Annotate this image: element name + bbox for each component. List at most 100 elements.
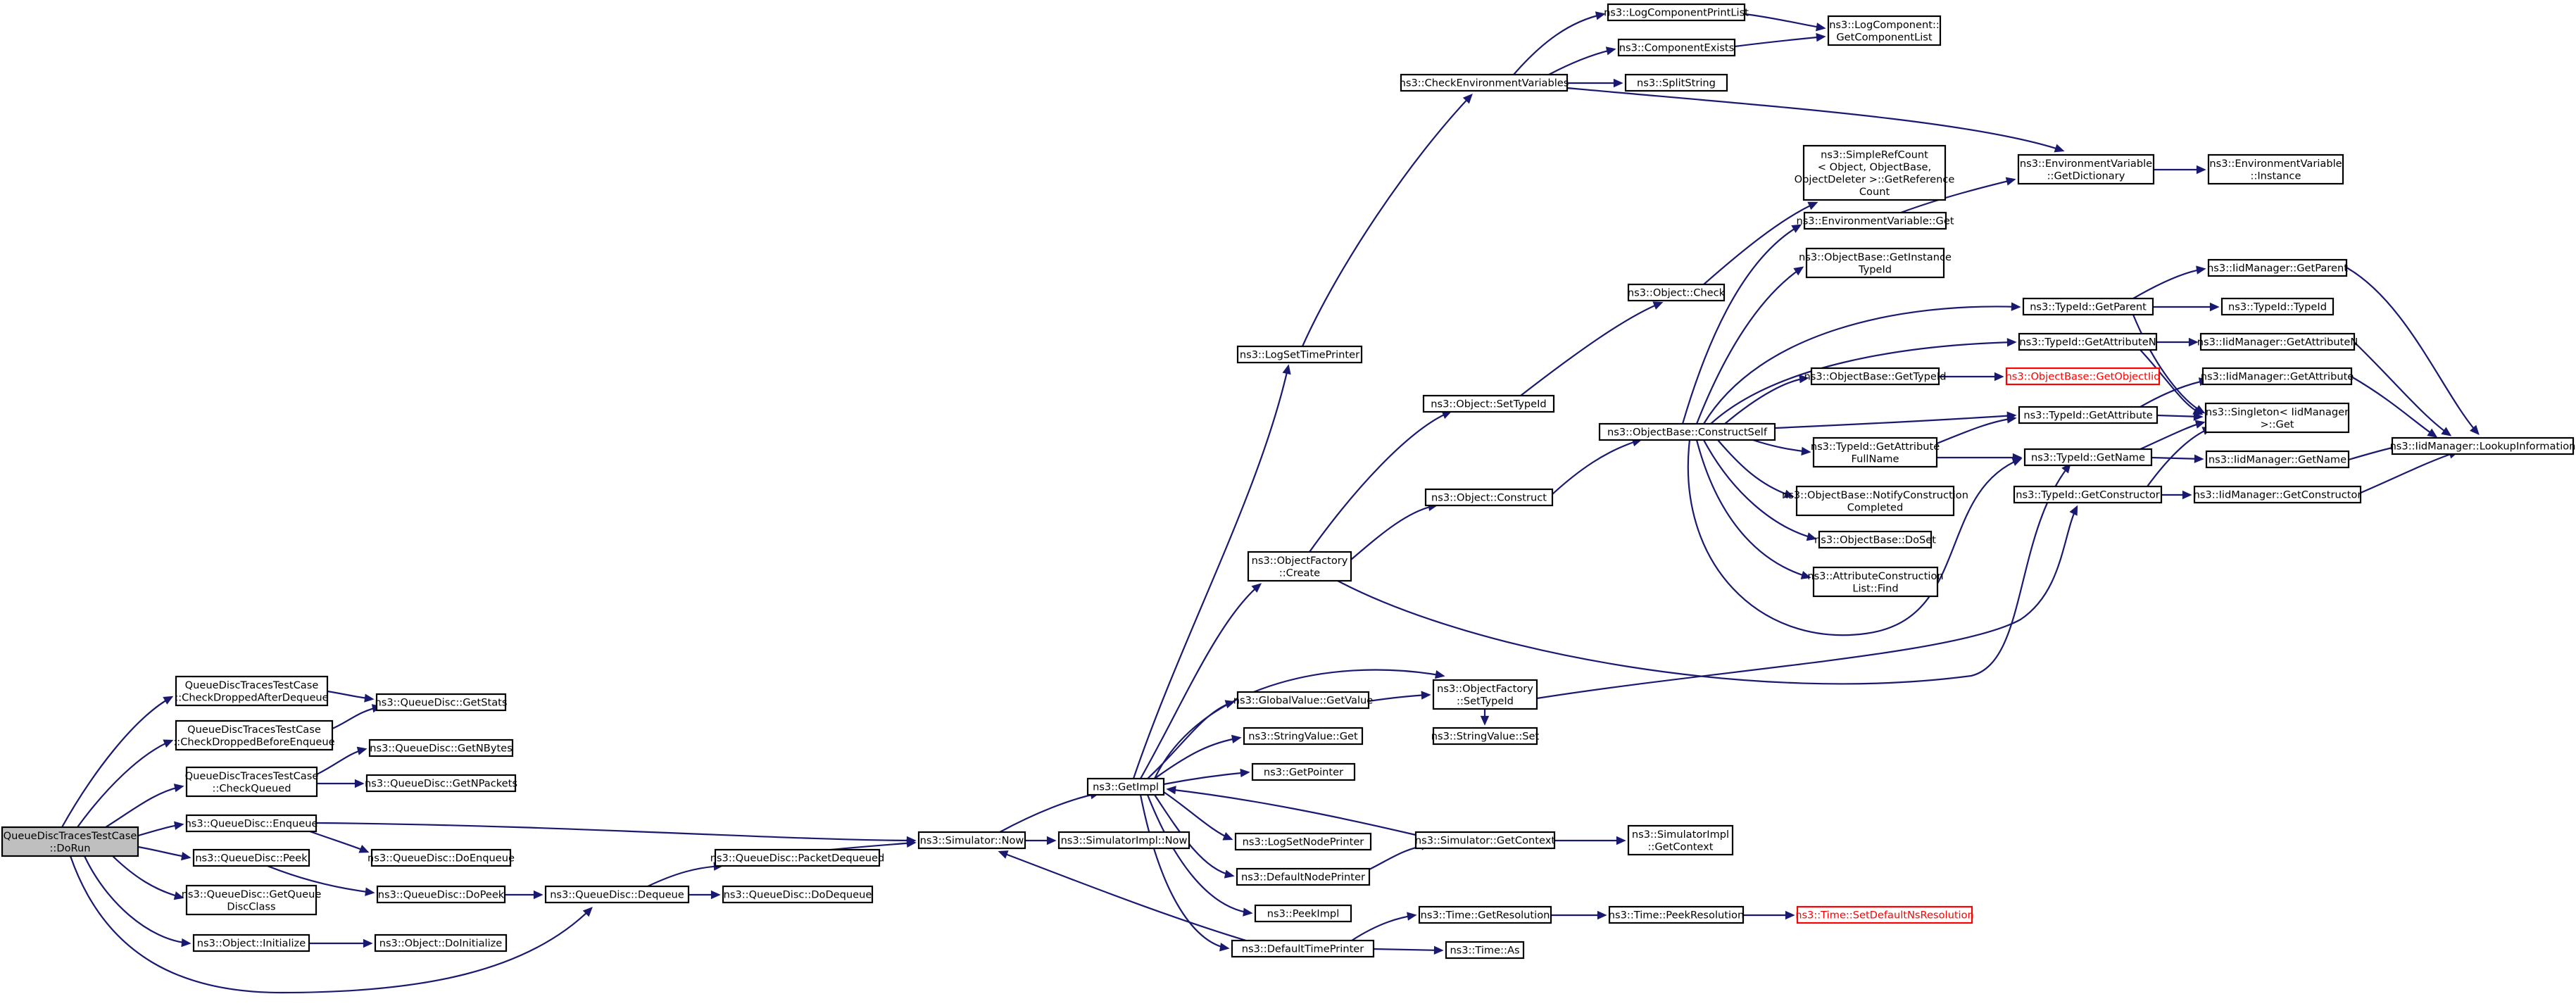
node-tgetparent[interactable]: ns3::TypeId::GetParent bbox=[2022, 297, 2154, 316]
node-gnbytes[interactable]: ns3::QueueDisc::GetNBytes bbox=[368, 738, 514, 757]
node-gnpackets[interactable]: ns3::QueueDisc::GetNPackets bbox=[365, 774, 517, 793]
edge-tgetattrn-to-iidgan bbox=[2156, 337, 2199, 347]
node-gvgv[interactable]: ns3::GlobalValue::GetValue bbox=[1233, 691, 1374, 710]
node-oconstruct[interactable]: ns3::Object::Construct bbox=[1424, 488, 1554, 507]
node-checkenv[interactable]: ns3::CheckEnvironmentVariables bbox=[1400, 73, 1569, 92]
node-cdad[interactable]: QueueDiscTracesTestCase::CheckDroppedAft… bbox=[175, 675, 329, 707]
node-ofsettid[interactable]: ns3::ObjectFactory::SetTypeId bbox=[1432, 679, 1538, 710]
edge-obcs-to-evget bbox=[1681, 224, 1802, 425]
edge-obcs-to-obgit bbox=[1695, 266, 1804, 425]
node-peekimpl[interactable]: ns3::PeekImpl bbox=[1254, 904, 1352, 923]
node-evgetdict[interactable]: ns3::EnvironmentVariable::GetDictionary bbox=[2017, 153, 2155, 185]
node-iidgc[interactable]: ns3::IidManager::GetConstructor bbox=[2194, 485, 2362, 504]
node-label: ns3::QueueDisc::GetNPackets bbox=[365, 778, 517, 790]
node-obcs[interactable]: ns3::ObjectBase::ConstructSelf bbox=[1598, 422, 1776, 441]
node-pktdeq[interactable]: ns3::QueueDisc::PacketDequeued bbox=[710, 848, 885, 867]
node-root[interactable]: QueueDiscTracesTestCase::DoRun bbox=[1, 826, 139, 857]
node-tsdnr[interactable]: ns3::Time::SetDefaultNsResolution bbox=[1795, 905, 1974, 924]
node-cq[interactable]: QueueDiscTracesTestCase::CheckQueued bbox=[185, 766, 319, 798]
node-box bbox=[1236, 691, 1370, 710]
node-tgetres[interactable]: ns3::Time::GetResolution bbox=[1418, 905, 1552, 924]
node-oinit[interactable]: ns3::Object::Initialize bbox=[192, 933, 310, 952]
node-label: ns3::QueueDisc::DoPeek bbox=[378, 889, 505, 901]
node-obgoid[interactable]: ns3::ObjectBase::GetObjectIid bbox=[2005, 367, 2161, 386]
node-obgtid[interactable]: ns3::ObjectBase::GetTypeId bbox=[1804, 367, 1947, 386]
node-lcgcl[interactable]: ns3::LogComponent::GetComponentList bbox=[1827, 15, 1942, 46]
node-odoinit[interactable]: ns3::Object::DoInitialize bbox=[374, 933, 508, 952]
node-deq[interactable]: ns3::QueueDisc::Dequeue bbox=[544, 885, 690, 904]
node-label: ns3::ObjectFactory bbox=[1252, 555, 1348, 567]
node-snow[interactable]: ns3::Simulator::Now bbox=[917, 831, 1026, 850]
node-obnc[interactable]: ns3::ObjectBase::NotifyConstructionCompl… bbox=[1782, 485, 1968, 517]
node-tgetattr[interactable]: ns3::TypeId::GetAttribute bbox=[2018, 405, 2159, 425]
node-dtp[interactable]: ns3::DefaultTimePrinter bbox=[1231, 939, 1375, 958]
node-evinst[interactable]: ns3::EnvironmentVariable::Instance bbox=[2207, 153, 2344, 185]
node-tgetname[interactable]: ns3::TypeId::GetName bbox=[2023, 448, 2153, 467]
edge-getimpl-to-logsnp bbox=[1163, 791, 1233, 841]
node-srcgrc[interactable]: ns3::SimpleRefCount< Object, ObjectBase,… bbox=[1795, 144, 1955, 201]
node-enq[interactable]: ns3::QueueDisc::Enqueue bbox=[185, 814, 318, 833]
edge-sgetctx-to-getimpl bbox=[1166, 786, 1416, 836]
node-iidgan[interactable]: ns3::IidManager::GetAttributeN bbox=[2197, 332, 2358, 351]
node-box bbox=[192, 848, 310, 867]
node-tpeekres[interactable]: ns3::Time::PeekResolution bbox=[1608, 905, 1745, 924]
node-peek[interactable]: ns3::QueueDisc::Peek bbox=[192, 848, 310, 867]
node-label: ns3::Time::GetResolution bbox=[1421, 910, 1550, 922]
node-cdbe[interactable]: QueueDiscTracesTestCase::CheckDroppedBef… bbox=[173, 719, 335, 751]
node-iidli[interactable]: ns3::IidManager::LookupInformation bbox=[2390, 436, 2576, 455]
node-tgetctor[interactable]: ns3::TypeId::GetConstructor bbox=[2013, 485, 2163, 504]
node-svget[interactable]: ns3::StringValue::Get bbox=[1243, 727, 1364, 746]
node-getimpl[interactable]: ns3::GetImpl bbox=[1086, 777, 1165, 796]
node-dodeq[interactable]: ns3::QueueDisc::DoDequeue bbox=[722, 885, 874, 904]
edge-dopeek-to-deq bbox=[505, 890, 544, 900]
node-box bbox=[1624, 73, 1728, 92]
node-evget[interactable]: ns3::EnvironmentVariable::Get bbox=[1796, 211, 1954, 230]
node-iidgp[interactable]: ns3::IidManager::GetParent bbox=[2207, 258, 2348, 277]
node-obdoset[interactable]: ns3::ObjectBase::DoSet bbox=[1814, 530, 1936, 549]
node-compex[interactable]: ns3::ComponentExists bbox=[1617, 38, 1736, 57]
node-box bbox=[1627, 283, 1726, 302]
node-osettid[interactable]: ns3::Object::SetTypeId bbox=[1422, 394, 1555, 413]
node-box bbox=[1608, 905, 1745, 924]
node-box bbox=[1, 826, 139, 857]
node-box bbox=[1432, 727, 1538, 746]
node-dopeek[interactable]: ns3::QueueDisc::DoPeek bbox=[376, 885, 506, 904]
node-tgetattrn[interactable]: ns3::TypeId::GetAttributeN bbox=[2018, 332, 2158, 351]
node-sgetctx[interactable]: ns3::Simulator::GetContext bbox=[1414, 831, 1555, 850]
edge-tgetparent-to-singget bbox=[2132, 314, 2206, 414]
node-ocheck[interactable]: ns3::Object::Check bbox=[1627, 283, 1726, 302]
node-ttypeid[interactable]: ns3::TypeId::TypeId bbox=[2220, 297, 2335, 316]
edge-iidgan-to-iidli bbox=[2354, 341, 2452, 436]
node-sinow[interactable]: ns3::SimulatorImpl::Now bbox=[1057, 831, 1190, 850]
node-doenq[interactable]: ns3::QueueDisc::DoEnqueue bbox=[367, 848, 515, 867]
node-gstats[interactable]: ns3::QueueDisc::GetStats bbox=[375, 693, 508, 712]
node-label: ns3::IidManager::GetConstructor bbox=[2194, 489, 2362, 501]
node-iidga[interactable]: ns3::IidManager::GetAttribute bbox=[2201, 367, 2354, 386]
node-iidgn[interactable]: ns3::IidManager::GetName bbox=[2205, 450, 2350, 469]
node-singget[interactable]: ns3::Singleton< IidManager >::Get bbox=[2204, 402, 2350, 434]
node-label: ns3::IidManager::GetParent bbox=[2207, 263, 2348, 275]
node-getptr[interactable]: ns3::GetPointer bbox=[1251, 762, 1356, 781]
node-logstp[interactable]: ns3::LogSetTimePrinter bbox=[1236, 345, 1363, 364]
node-box bbox=[722, 885, 874, 904]
node-splitstr[interactable]: ns3::SplitString bbox=[1624, 73, 1728, 92]
node-lcpl[interactable]: ns3::LogComponentPrintList bbox=[1604, 3, 1749, 22]
edge-sgetctx-to-sigetctx bbox=[1554, 836, 1626, 845]
node-sigetctx[interactable]: ns3::SimulatorImpl::GetContext bbox=[1627, 824, 1734, 856]
node-svset[interactable]: ns3::StringValue::Set bbox=[1431, 727, 1540, 746]
edge-peek-to-dopeek bbox=[267, 864, 375, 896]
edge-checkenv-to-evgetdict bbox=[1566, 87, 2065, 153]
node-logsnp[interactable]: ns3::LogSetNodePrinter bbox=[1234, 832, 1372, 851]
node-box bbox=[368, 738, 514, 757]
edge-oconstruct-to-obcs bbox=[1552, 438, 1642, 495]
node-ofcreate[interactable]: ns3::ObjectFactory::Create bbox=[1247, 551, 1352, 582]
node-tas[interactable]: ns3::Time::As bbox=[1445, 941, 1525, 960]
node-dnp[interactable]: ns3::DefaultNodePrinter bbox=[1236, 867, 1371, 886]
edge-tgetctor-to-iidgc bbox=[2161, 490, 2192, 500]
edge-iidgp-to-iidli bbox=[2346, 267, 2480, 435]
edge-osettid-to-ocheck bbox=[1520, 301, 1664, 396]
